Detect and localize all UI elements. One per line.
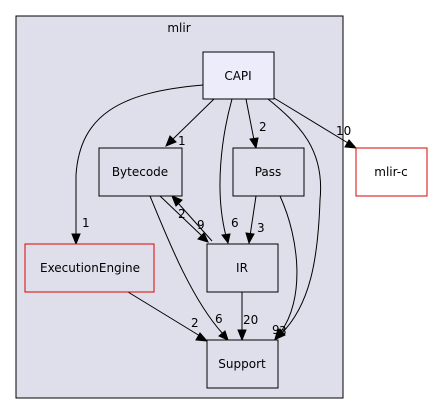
node-execution-engine-box [24, 243, 155, 293]
cluster-mlir-box [15, 15, 344, 399]
node-pass-label: Pass [255, 165, 282, 179]
edge-capi-to-ir-label: 6 [231, 216, 239, 230]
node-pass-box [232, 147, 305, 197]
node-ir-label: IR [236, 261, 248, 275]
node-ir[interactable]: IR [206, 243, 279, 293]
edge-ir-to-support[interactable]: 20 [237, 292, 258, 342]
nodes: CAPI Bytecode Pass ExecutionEngine IR Su… [24, 51, 428, 389]
edge-capi-to-mlir-c-label: 10 [336, 124, 351, 138]
edge-capi-to-execution-engine[interactable]: 1 [71, 84, 204, 246]
edge-ir-to-support-label: 20 [243, 313, 258, 327]
edge-capi-to-pass[interactable]: 2 [245, 98, 267, 150]
edges: 1 2 10 1 6 3 [71, 84, 358, 342]
node-support-box [206, 339, 279, 389]
edge-capi-to-execution-engine-label: 1 [82, 216, 90, 230]
node-bytecode[interactable]: Bytecode [98, 147, 183, 197]
edge-capi-to-ir[interactable]: 6 [219, 98, 239, 245]
edge-pass-to-support[interactable]: 9 [272, 195, 298, 341]
edge-capi-to-pass-label: 2 [259, 120, 267, 134]
node-bytecode-label: Bytecode [112, 165, 168, 179]
node-support-label: Support [218, 357, 266, 371]
edge-pass-to-support-label: 9 [272, 323, 280, 337]
edge-pass-to-ir-label: 3 [257, 221, 265, 235]
edge-pass-to-ir[interactable]: 3 [245, 195, 265, 245]
node-capi-label: CAPI [224, 69, 251, 83]
cluster-mlir[interactable]: mlir [15, 15, 344, 399]
node-mlir-c-label: mlir-c [374, 165, 407, 179]
edge-ir-to-bytecode[interactable]: 2 [171, 195, 213, 242]
node-ir-box [206, 243, 279, 293]
node-capi[interactable]: CAPI [202, 51, 275, 100]
node-mlir-c-box [355, 147, 428, 197]
node-execution-engine-label: ExecutionEngine [40, 261, 140, 275]
edge-ir-to-bytecode-label: 2 [178, 207, 186, 221]
node-capi-box [202, 51, 275, 100]
edge-bytecode-to-support[interactable]: 6 [149, 195, 229, 341]
node-mlir-c[interactable]: mlir-c [355, 147, 428, 197]
node-support[interactable]: Support [206, 339, 279, 389]
edge-execution-engine-to-support-label: 2 [191, 316, 199, 330]
edge-capi-to-bytecode[interactable]: 1 [165, 98, 215, 148]
cluster-mlir-label: mlir [167, 21, 190, 35]
edge-capi-to-bytecode-label: 1 [178, 134, 186, 148]
node-bytecode-box [98, 147, 183, 197]
edge-capi-to-mlir-c[interactable]: 10 [273, 97, 358, 149]
edge-bytecode-to-ir[interactable]: 9 [159, 195, 209, 243]
node-execution-engine[interactable]: ExecutionEngine [24, 243, 155, 293]
edge-bytecode-to-ir-label: 9 [197, 218, 205, 232]
edge-capi-to-support-label: 3 [279, 324, 287, 338]
edge-bytecode-to-support-label: 6 [215, 312, 223, 326]
node-pass[interactable]: Pass [232, 147, 305, 197]
edge-execution-engine-to-support[interactable]: 2 [127, 291, 209, 342]
